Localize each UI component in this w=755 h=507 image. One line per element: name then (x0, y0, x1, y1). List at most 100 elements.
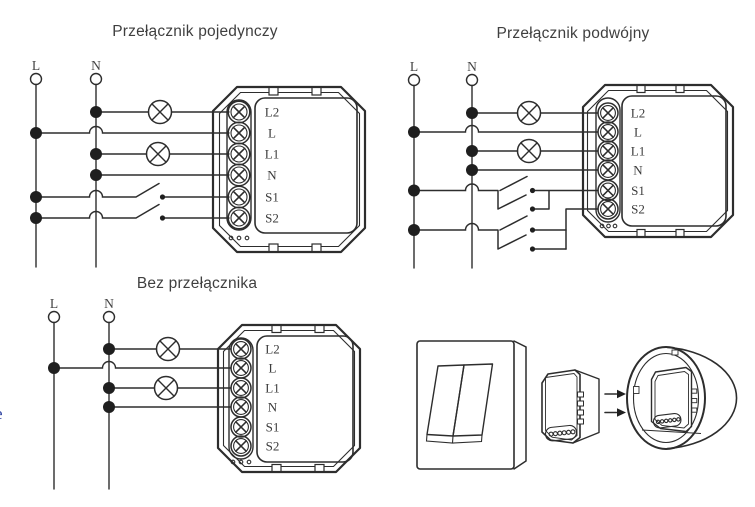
live-wire-label: L (410, 59, 418, 74)
side-clip (691, 388, 698, 394)
vent-dots (599, 223, 618, 229)
case-clip-tab (271, 463, 282, 473)
live-wire-terminal-circle (47, 310, 61, 324)
box-opening (632, 352, 700, 444)
module-side-face (572, 369, 600, 444)
vent-dots (230, 459, 252, 465)
module-in-box-front-face (650, 366, 693, 433)
insert-arrows (604, 389, 626, 417)
neutral-wire-terminal-circle (89, 72, 103, 86)
lamp-icon (155, 336, 181, 362)
switch-group1-branch (413, 175, 599, 250)
terminal-label: N (633, 163, 643, 178)
live-wire-terminal-circle (29, 72, 43, 86)
terminal-screws (597, 102, 619, 220)
relay-module: L2 L L1 N S1 S2 (581, 83, 735, 239)
live-wire-label: L (50, 296, 58, 311)
switch-group2-branch (413, 215, 567, 250)
neutral-wire-terminal-circle (465, 73, 479, 87)
terminal-label: L1 (265, 381, 279, 396)
terminal-screw-cluster (544, 424, 578, 442)
diagram-title-no-switch: Bez przełącznika (136, 275, 258, 292)
terminal-labels: L2 L L1 N S1 S2 (265, 105, 279, 226)
terminal-label: S2 (631, 202, 645, 217)
terminal-label: S1 (631, 183, 645, 198)
relay-module: L2 L L1 N S1 S2 (216, 323, 362, 474)
diagram-no-switch: L N (47, 296, 362, 490)
box-mount-tab (633, 386, 640, 394)
case-clip-tab (311, 86, 322, 96)
side-clip (691, 398, 698, 404)
case-clip-tab (268, 86, 279, 96)
terminal-label: N (267, 168, 277, 183)
installation-illustration (416, 340, 738, 470)
terminal-strip (226, 99, 252, 231)
right-arrow-icon (617, 389, 626, 399)
box-mount-tab (671, 349, 679, 356)
terminal-label: L2 (265, 342, 279, 357)
side-clip (577, 418, 584, 425)
relay-module: L2 L L1 N S1 S2 (211, 85, 367, 254)
diagram-double-switch: L N (407, 59, 735, 269)
side-clip (691, 407, 698, 413)
diagram-title-single-switch: Przełącznik pojedynczy (112, 23, 278, 40)
lamp-icon (147, 99, 173, 125)
mains-wires (53, 321, 110, 490)
switch-s1-branch (35, 182, 230, 198)
case-clip-tab (314, 463, 325, 473)
neutral-wire-label: N (91, 58, 101, 73)
switch-contact-dot (159, 194, 166, 200)
terminal-label: S2 (265, 211, 279, 226)
side-clip (577, 400, 584, 407)
wire-l-row (413, 124, 599, 133)
neutral-wire-label: N (104, 296, 114, 311)
module-front-panel (256, 335, 354, 463)
junction-dots (30, 106, 102, 224)
junction-dots (48, 343, 115, 413)
right-arrow-icon (617, 408, 626, 417)
box-floor-line (641, 429, 702, 434)
case-clip-tab (311, 243, 322, 253)
terminal-label: L (634, 125, 642, 140)
terminal-screws (230, 338, 252, 457)
lamp-icon (516, 138, 542, 164)
module-front-panel (621, 95, 727, 227)
watermark-fragment: e (0, 404, 3, 423)
terminal-labels: L2 L L1 N S1 S2 (631, 106, 645, 217)
switch-s2-branch (35, 203, 230, 219)
case-clip-tab (314, 324, 325, 334)
diagram-single-switch: L N (29, 58, 367, 268)
terminal-label: L2 (631, 106, 645, 121)
lamp-icon (153, 375, 179, 401)
case-clip-tab (268, 243, 279, 253)
vent-dots (228, 235, 250, 241)
terminal-label: S2 (266, 439, 280, 454)
neutral-wire-terminal-circle (102, 310, 116, 324)
terminal-label: L (269, 361, 277, 376)
junction-dots (408, 107, 478, 236)
rocker-button (452, 363, 494, 437)
box-front-rim (626, 346, 706, 450)
live-wire-terminal-circle (407, 73, 421, 87)
terminal-label: L2 (265, 105, 279, 120)
terminal-label: S1 (265, 190, 279, 205)
junction-box-illustration (626, 346, 738, 450)
lamp-icon (145, 141, 171, 167)
terminal-label: L (268, 126, 276, 141)
switch-contact-dot (529, 246, 536, 252)
terminal-label: L1 (631, 144, 645, 159)
lamp-icon (516, 100, 542, 126)
side-clip (577, 391, 584, 398)
box-cylinder-body (666, 346, 738, 450)
module-front-face (541, 369, 581, 444)
case-clip-tab (675, 84, 685, 94)
live-wire-label: L (32, 58, 40, 73)
neutral-wire-label: N (467, 59, 477, 74)
relay-module-3d-illustration (541, 369, 600, 444)
terminal-label: L1 (265, 147, 279, 162)
case-clip-tab (636, 84, 646, 94)
wire-l-row (35, 125, 230, 134)
terminal-strip (228, 337, 254, 460)
